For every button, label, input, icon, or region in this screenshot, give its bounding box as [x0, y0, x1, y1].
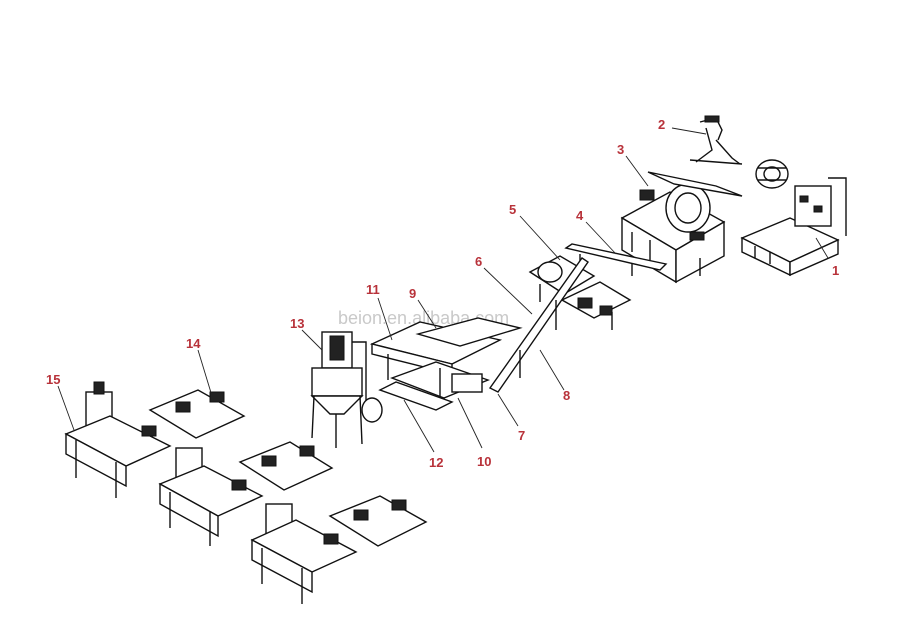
tire-icon [755, 159, 789, 189]
number-labels: 1 2 3 4 5 6 7 8 9 10 11 12 13 14 15 [46, 117, 839, 470]
label-8: 8 [563, 388, 570, 403]
label-5: 5 [509, 202, 516, 217]
grinding-line-row-1 [64, 381, 246, 498]
label-4: 4 [576, 208, 584, 223]
machine-13-silo [310, 331, 383, 448]
machine-5-8 [528, 255, 632, 330]
grinding-line-row-2 [158, 441, 334, 546]
label-13: 13 [290, 316, 304, 331]
machine-3 [620, 171, 743, 284]
label-12: 12 [429, 455, 443, 470]
label-2: 2 [658, 117, 665, 132]
label-10: 10 [477, 454, 491, 469]
leader-lines [57, 127, 829, 453]
machine-9-12 [369, 317, 523, 411]
label-9: 9 [409, 286, 416, 301]
label-15: 15 [46, 372, 60, 387]
conveyor-6-7 [488, 257, 589, 393]
label-11: 11 [366, 282, 380, 297]
machine-1 [740, 177, 847, 277]
label-3: 3 [617, 142, 624, 157]
machine-2 [689, 115, 743, 165]
label-7: 7 [518, 428, 525, 443]
grinding-line-row-3 [250, 495, 428, 604]
label-1: 1 [832, 263, 839, 278]
label-14: 14 [186, 336, 201, 351]
label-6: 6 [475, 254, 482, 269]
